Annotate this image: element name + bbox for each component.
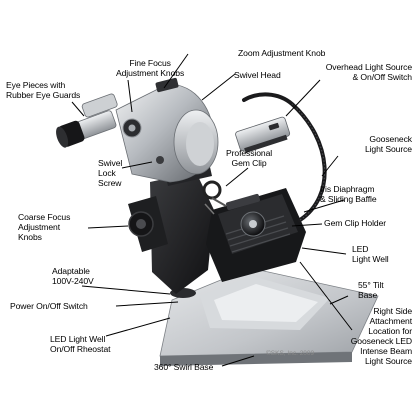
label-zoom-knob: Zoom Adjustment Knob (238, 48, 326, 58)
label-swirl-base: 360° Swirl Base (154, 362, 214, 372)
swirl-base-shape (159, 267, 379, 366)
label-coarse-focus: Coarse Focus Adjustment Knobs (18, 212, 71, 242)
label-right-side: Right Side Attachment Location for Goose… (350, 306, 412, 366)
gem-clip-shape (202, 180, 227, 215)
label-power-switch: Power On/Off Switch (10, 301, 88, 311)
label-fine-focus: Fine Focus Adjustment Knobs (116, 58, 185, 78)
label-iris-diaphragm: Iris Diaphragm & Sliding Baffle (320, 184, 377, 204)
label-gooseneck-light: Gooseneck Light Source (364, 134, 412, 154)
label-rheostat: LED Light Well On/Off Rheostat (50, 334, 111, 354)
label-eye-pieces: Eye Pieces with Rubber Eye Guards (6, 80, 81, 100)
gooseneck-light-shape (235, 92, 327, 222)
eyepieces-shape (56, 93, 118, 148)
label-gem-clip-holder: Gem Clip Holder (324, 218, 387, 228)
label-adaptable: Adaptable 100V-240V (52, 266, 94, 286)
leader-lines (71, 53, 353, 367)
label-gem-clip: Professional Gem Clip (226, 148, 273, 168)
label-overhead-light: Overhead Light Source & On/Off Switch (325, 62, 412, 82)
led-light-well-shape (206, 188, 306, 282)
label-led-light-well: LED Light Well (352, 244, 389, 264)
label-tilt-base: 55° Tilt Base (358, 280, 384, 300)
swivel-head-shape (115, 77, 219, 183)
label-swivel-lock: Swivel Lock Screw (98, 158, 123, 188)
copyright-notice: ©SKS, Inc. 2009 (266, 350, 315, 357)
label-swivel-head: Swivel Head (234, 70, 281, 80)
